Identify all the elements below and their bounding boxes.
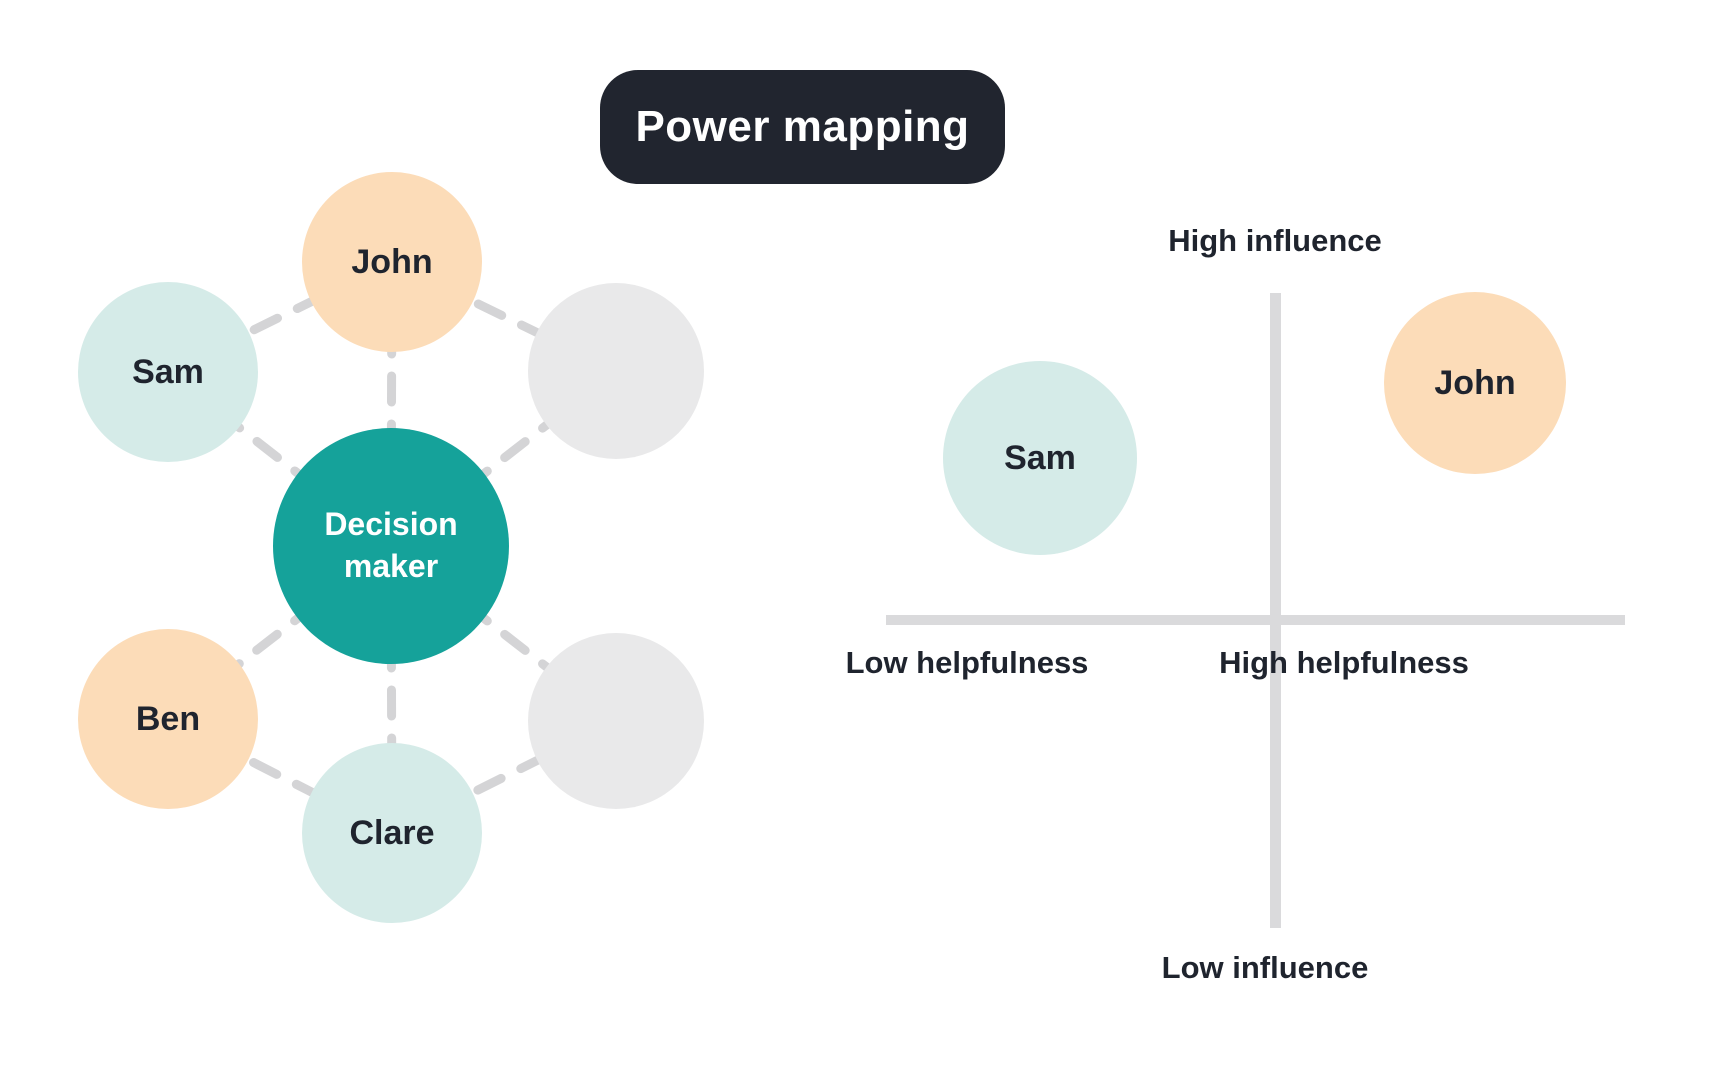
axis-label-high-helpfulness: High helpfulness xyxy=(1219,645,1469,680)
axis-label-low-helpfulness: Low helpfulness xyxy=(845,645,1089,680)
quadrant-point-label: John xyxy=(1434,363,1516,402)
network-node-john: John xyxy=(302,172,482,352)
axis-label-low-influence: Low influence xyxy=(1161,950,1369,985)
network-node-label: Clare xyxy=(349,813,435,852)
network-node-label: Sam xyxy=(132,352,204,391)
quadrant-point-label: Sam xyxy=(1004,438,1076,477)
network-node-label: John xyxy=(351,242,433,281)
network-node-label: Ben xyxy=(135,699,201,738)
horizontal-axis-line xyxy=(886,615,1625,625)
network-node-decision-maker: Decision maker xyxy=(273,428,509,664)
quadrant-point-sam: Sam xyxy=(943,361,1137,555)
network-node-clare: Clare xyxy=(302,743,482,923)
network-node-ben: Ben xyxy=(78,629,258,809)
quadrant-point-john: John xyxy=(1384,292,1566,474)
network-node-unnamed-bottom-right xyxy=(528,633,704,809)
title-badge: Power mapping xyxy=(600,70,1005,184)
vertical-axis-line xyxy=(1269,293,1281,928)
page-title: Power mapping xyxy=(635,102,970,151)
network-node-sam: Sam xyxy=(78,282,258,462)
network-node-label: Decision maker xyxy=(324,506,458,584)
network-node-unnamed-top-right xyxy=(528,283,704,459)
axis-label-high-influence: High influence xyxy=(1168,223,1382,258)
